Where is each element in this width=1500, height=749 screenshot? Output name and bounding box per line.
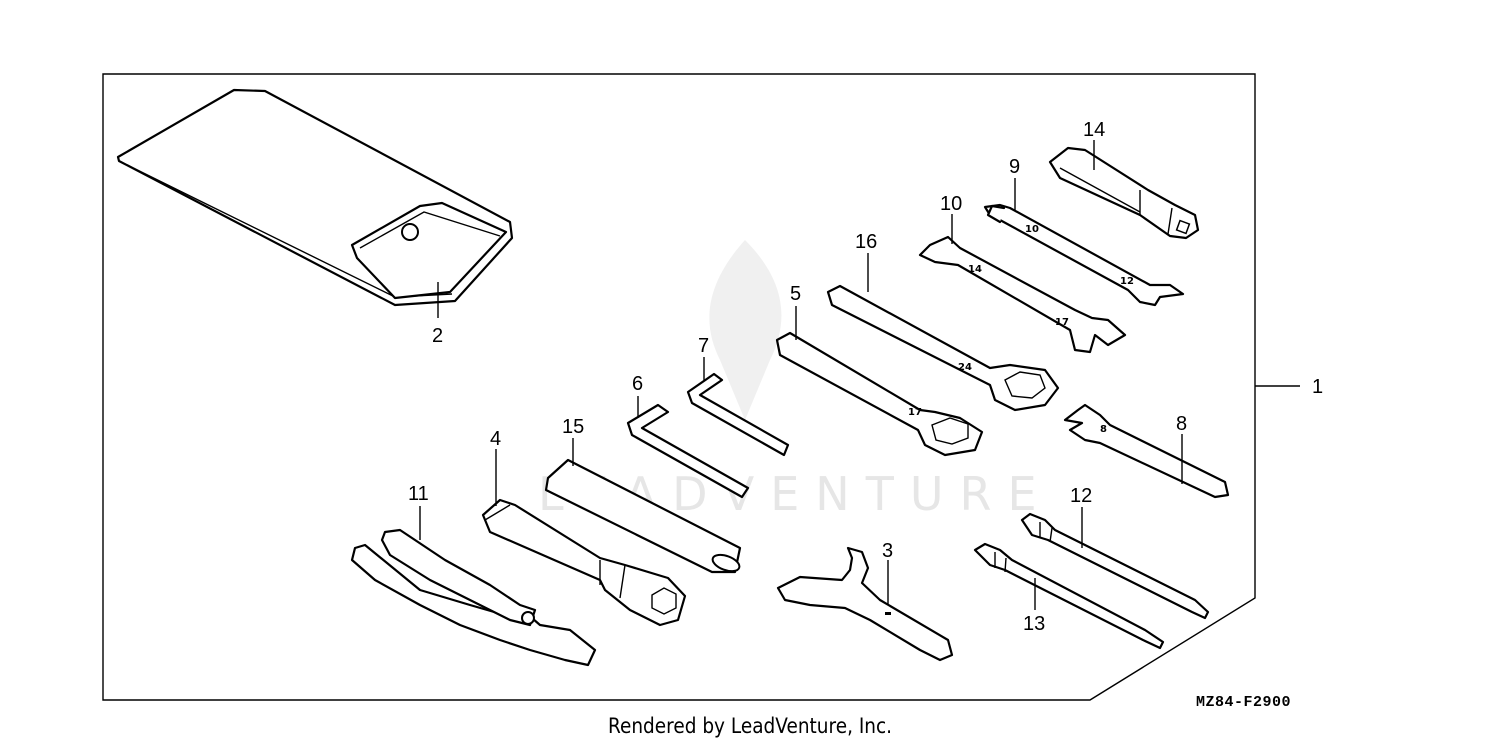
wrench-16-stamp: 24 bbox=[958, 362, 972, 373]
snap-button-icon bbox=[401, 223, 419, 241]
pliers-pivot-icon bbox=[521, 611, 535, 625]
wrench-14x17: 14 17 bbox=[918, 235, 1127, 354]
leader-lines bbox=[419, 140, 1300, 610]
callout-12[interactable]: 12 bbox=[1070, 485, 1092, 507]
wrench-10-stamp-small: 14 bbox=[968, 264, 982, 275]
wrench-5-stamp: 17 bbox=[908, 407, 922, 418]
callout-13[interactable]: 13 bbox=[1023, 613, 1045, 635]
socket-handle bbox=[1048, 146, 1200, 240]
callout-4[interactable]: 4 bbox=[490, 428, 501, 450]
spark-plug-wrench bbox=[481, 498, 687, 627]
box-wrench-24: 24 bbox=[826, 284, 1060, 412]
callouts: 1 2 3 4 5 6 7 8 9 10 11 12 13 14 15 16 bbox=[408, 119, 1323, 635]
tool-bag bbox=[116, 88, 514, 307]
callout-9[interactable]: 9 bbox=[1009, 156, 1020, 178]
pin-spanner bbox=[776, 546, 954, 662]
watermark-flame-icon bbox=[709, 240, 782, 420]
pliers bbox=[350, 528, 597, 667]
wrench-10-stamp-large: 17 bbox=[1055, 317, 1069, 328]
footer-credit: Rendered by LeadVenture, Inc. bbox=[607, 714, 893, 738]
wrench-10x12: 10 12 bbox=[983, 203, 1185, 307]
extension-bar-end-icon bbox=[711, 553, 741, 573]
wrench-8: 8 bbox=[1063, 403, 1230, 499]
screwdriver-flat bbox=[973, 542, 1165, 650]
box-wrench-17: 17 bbox=[775, 331, 984, 457]
wrench-9-stamp-small: 10 bbox=[1025, 224, 1039, 235]
callout-15[interactable]: 15 bbox=[562, 416, 584, 438]
callout-6[interactable]: 6 bbox=[632, 373, 643, 395]
hex-socket-icon bbox=[651, 587, 677, 615]
callout-11[interactable]: 11 bbox=[408, 483, 429, 505]
hex-key-small bbox=[686, 372, 790, 457]
screwdriver-phillips bbox=[1020, 512, 1210, 620]
wrench-8-stamp: 8 bbox=[1100, 424, 1107, 435]
extension-bar bbox=[544, 458, 742, 574]
hex-key-large bbox=[626, 403, 750, 499]
callout-10[interactable]: 10 bbox=[940, 193, 962, 215]
socket-opening-icon bbox=[1175, 219, 1191, 235]
callout-5[interactable]: 5 bbox=[790, 283, 801, 305]
wrench-9-stamp-large: 12 bbox=[1120, 276, 1134, 287]
callout-2[interactable]: 2 bbox=[432, 325, 443, 347]
callout-8[interactable]: 8 bbox=[1176, 413, 1187, 435]
callout-1[interactable]: 1 bbox=[1312, 376, 1323, 398]
kit-frame bbox=[102, 73, 1256, 701]
callout-7[interactable]: 7 bbox=[698, 335, 709, 357]
diagram-code: MZ84-F2900 bbox=[1196, 694, 1292, 711]
callout-16[interactable]: 16 bbox=[855, 231, 877, 253]
callout-3[interactable]: 3 bbox=[882, 540, 893, 562]
callout-14[interactable]: 14 bbox=[1083, 119, 1105, 141]
